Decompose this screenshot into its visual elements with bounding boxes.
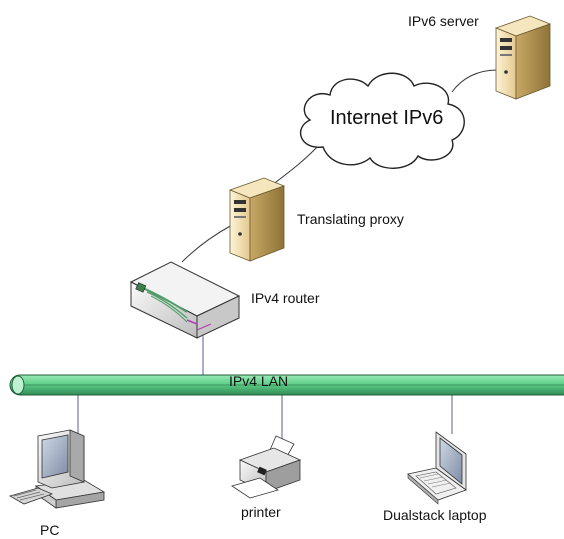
internet-label: Internet IPv6 [330,107,444,129]
lan-bus [9,374,564,396]
proxy-label: Translating proxy [297,211,404,227]
printer-icon [231,435,302,499]
pc-icon [8,429,106,509]
link-internet-to-proxy [271,141,323,186]
printer-label: printer [241,504,281,520]
router-label: IPv4 router [251,290,320,306]
lan-label: IPv4 LAN [229,373,289,389]
link-server-to-internet [451,69,498,93]
proxy-server-icon [228,177,286,262]
router-icon [129,261,241,339]
laptop-label: Dualstack laptop [383,507,487,523]
pc-label: PC [40,522,60,538]
link-proxy-to-router [181,224,233,263]
laptop-icon [407,431,467,505]
ipv6-server-icon [494,15,552,100]
cloud-icon [300,72,465,169]
ipv6-server-label: IPv6 server [408,13,479,29]
